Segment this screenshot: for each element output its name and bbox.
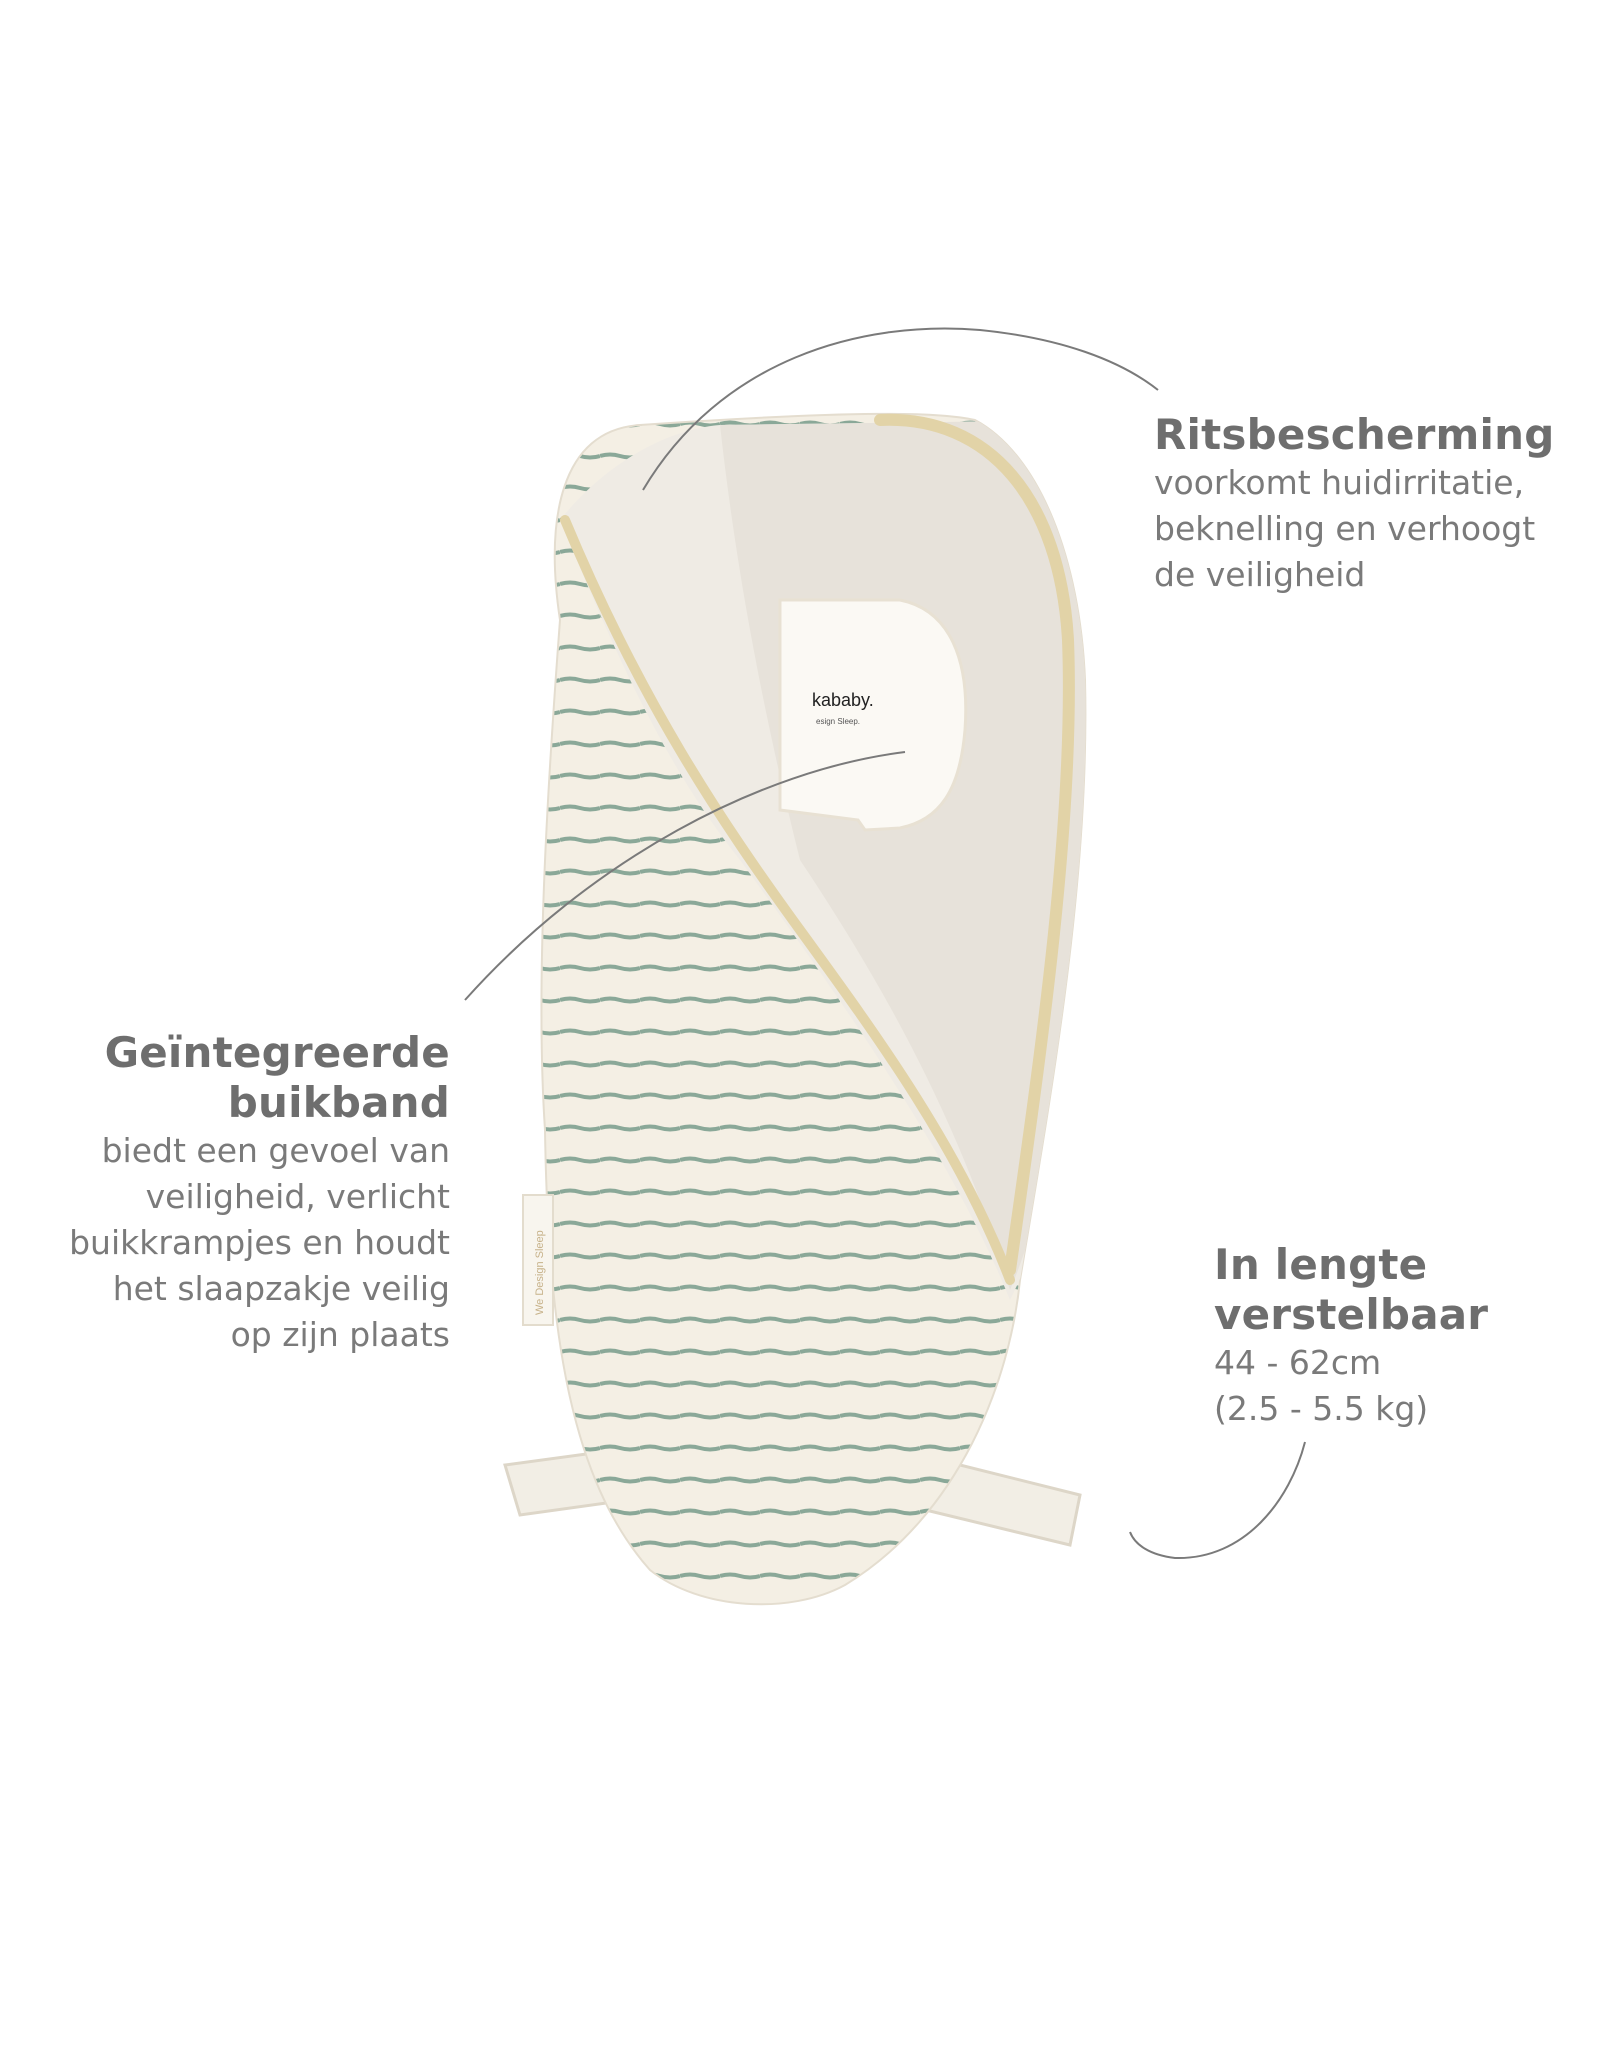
side-tag [522, 1194, 554, 1326]
brand-label: kababy. [812, 690, 874, 710]
callout-length-title: In lengte verstelbaar [1214, 1240, 1489, 1339]
pointer-line-zip [642, 327, 1159, 491]
callout-zip-protection: Ritsbescherming voorkomt huidirritatie, … [1154, 410, 1574, 598]
callout-belly-band: Geïntegreerde buikband biedt een gevoel … [40, 1028, 450, 1358]
callout-belly-title: Geïntegreerde buikband [104, 1028, 450, 1127]
callout-zip-text: voorkomt huidirritatie, beknelling en ve… [1154, 463, 1536, 594]
pointer-line-belly [464, 751, 906, 1001]
brand-tagline: esign Sleep. [816, 717, 860, 726]
callout-belly-text: biedt een gevoel van veiligheid, verlich… [69, 1131, 450, 1354]
zip-diagonal [560, 515, 1015, 1285]
belly-band [778, 598, 968, 832]
callout-length-text: 44 - 62cm (2.5 - 5.5 kg) [1214, 1343, 1429, 1428]
zip-protection-strip [874, 413, 1075, 1276]
callout-adjustable-length: In lengte verstelbaar 44 - 62cm (2.5 - 5… [1214, 1240, 1554, 1432]
pointer-line-length [1129, 1441, 1306, 1560]
callout-zip-title: Ritsbescherming [1154, 410, 1555, 459]
side-tag-text: We Design Sleep [534, 1230, 546, 1315]
